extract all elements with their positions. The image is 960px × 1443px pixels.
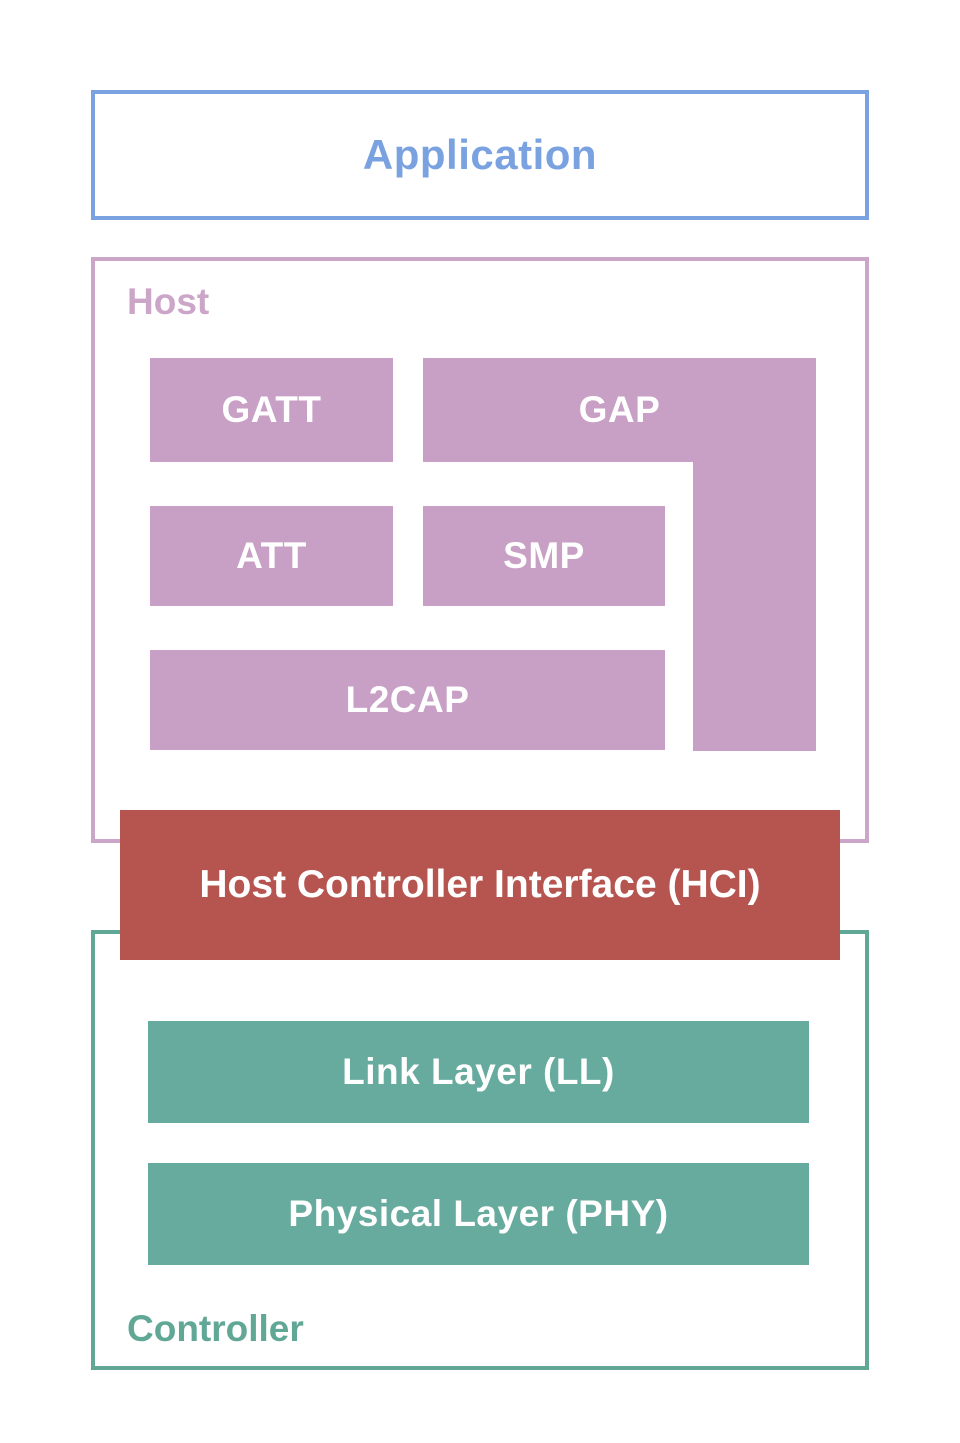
physical-layer-label: Physical Layer (PHY) — [288, 1193, 669, 1234]
application-box: Application — [91, 90, 869, 220]
link-layer-label: Link Layer (LL) — [342, 1051, 615, 1092]
host-box: Host GATT GAP ATT SMP L2CAP — [91, 257, 869, 843]
gatt-block: GATT — [150, 358, 393, 462]
link-layer-block: Link Layer (LL) — [148, 1021, 809, 1123]
gap-block-column — [693, 462, 816, 751]
smp-block: SMP — [423, 506, 665, 606]
l2cap-label: L2CAP — [345, 679, 470, 720]
application-label: Application — [362, 131, 598, 178]
smp-label: SMP — [503, 535, 585, 576]
gatt-label: GATT — [221, 389, 322, 430]
gap-label: GAP — [578, 389, 661, 430]
gap-block: GAP — [423, 358, 816, 462]
att-label: ATT — [236, 535, 307, 576]
att-block: ATT — [150, 506, 393, 606]
l2cap-block: L2CAP — [150, 650, 665, 750]
hci-label: Host Controller Interface (HCI) — [199, 863, 761, 906]
controller-box: Link Layer (LL) Physical Layer (PHY) Con… — [91, 930, 869, 1370]
host-label: Host — [127, 281, 210, 322]
controller-label: Controller — [127, 1308, 304, 1349]
hci-bar: Host Controller Interface (HCI) — [120, 810, 840, 960]
physical-layer-block: Physical Layer (PHY) — [148, 1163, 809, 1265]
